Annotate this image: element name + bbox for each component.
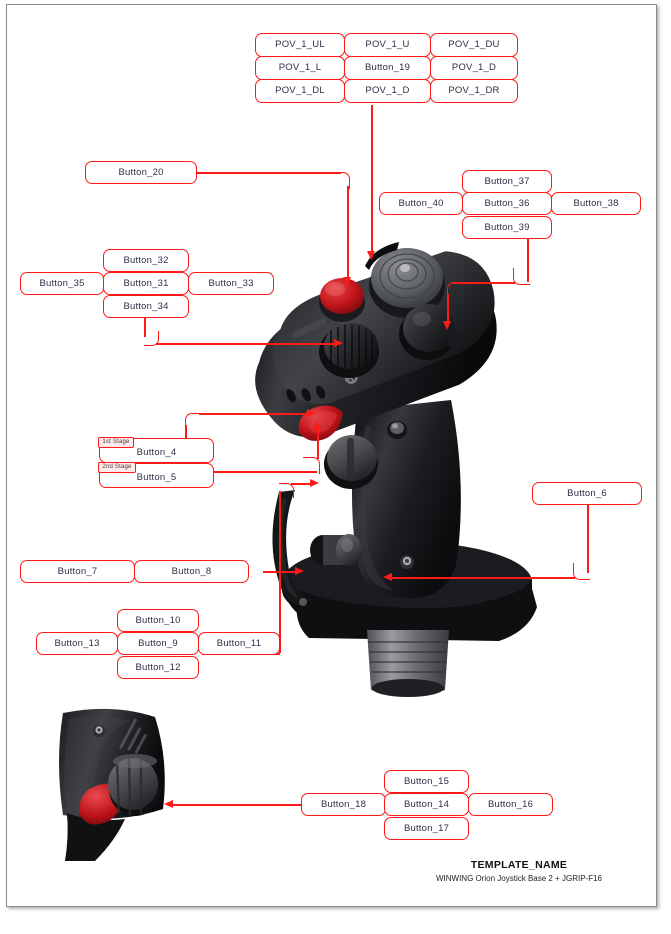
stage-1-tag: 1st Stage <box>98 437 134 449</box>
callout-button-13[interactable]: Button_13 <box>36 632 118 655</box>
callout-pov-1-du[interactable]: POV_1_DU <box>430 33 518 57</box>
connector-b20-corner <box>333 172 350 189</box>
arrow-b9-lower-knob <box>310 479 319 487</box>
callout-pov-1-dr[interactable]: POV_1_DR <box>430 79 518 103</box>
footer-title: TEMPLATE_NAME <box>470 859 568 871</box>
callout-button-8[interactable]: Button_8 <box>134 560 249 583</box>
callout-button-32[interactable]: Button_32 <box>103 249 189 272</box>
lower-grey-knob <box>324 435 378 489</box>
callout-button-12[interactable]: Button_12 <box>117 656 199 679</box>
callout-button-11[interactable]: Button_11 <box>198 632 280 655</box>
stage-2-tag: 2nd Stage <box>98 462 136 474</box>
connector-b6-v <box>587 505 589 573</box>
callout-button-10[interactable]: Button_10 <box>117 609 199 632</box>
pov-hat-switch <box>369 248 445 318</box>
arrow-b31-knurled-wheel <box>334 339 343 347</box>
callout-button-39[interactable]: Button_39 <box>462 216 552 239</box>
footer: TEMPLATE_NAME WINWING Orion Joystick Bas… <box>404 859 634 884</box>
arrow-b14-detail-knob <box>164 800 173 808</box>
arrow-b6-base-button <box>383 573 392 581</box>
callout-button-31[interactable]: Button_31 <box>103 272 189 295</box>
callout-button-4[interactable]: 1st Stage Button_4 <box>98 437 214 463</box>
connector-b6-h <box>391 577 575 579</box>
arrow-b78-paddle <box>295 567 304 575</box>
side-cap-button <box>399 304 460 360</box>
connector-b20-v <box>347 186 349 279</box>
connector-b34-corner <box>144 331 159 346</box>
callout-button-35[interactable]: Button_35 <box>20 272 104 295</box>
red-pushbutton <box>319 278 365 322</box>
callout-pov-1-u[interactable]: POV_1_U <box>344 33 431 57</box>
connector-b34-v <box>144 315 146 337</box>
joystick-detail-photo <box>57 701 242 861</box>
arrow-b20-red-button <box>343 277 351 286</box>
connector-b39-corner1 <box>513 268 530 285</box>
connector-b20-h <box>195 172 341 174</box>
callout-pov-1-ul[interactable]: POV_1_UL <box>255 33 345 57</box>
connector-b4-h <box>199 413 309 415</box>
callout-button-16[interactable]: Button_16 <box>468 793 553 816</box>
arrow-pov-hat <box>367 251 375 260</box>
connector-b39-h <box>453 282 515 284</box>
joystick-illustration <box>255 242 537 697</box>
callout-button-36[interactable]: Button_36 <box>462 192 552 215</box>
arrow-b36-side-button <box>443 321 451 330</box>
callout-button-7[interactable]: Button_7 <box>20 560 135 583</box>
callout-button-17[interactable]: Button_17 <box>384 817 469 840</box>
paddle-lever <box>272 490 311 606</box>
callout-button-33[interactable]: Button_33 <box>188 272 274 295</box>
callout-button-9[interactable]: Button_9 <box>117 632 199 655</box>
arrow-b4-trigger <box>307 409 316 417</box>
base-side-button <box>310 534 362 566</box>
callout-button-18[interactable]: Button_18 <box>301 793 386 816</box>
callout-button-4-label: Button_4 <box>136 447 177 459</box>
detail-illustration <box>59 708 165 861</box>
callout-button-20[interactable]: Button_20 <box>85 161 197 184</box>
callout-pov-center-button-19[interactable]: Button_19 <box>344 56 431 80</box>
callout-button-6[interactable]: Button_6 <box>532 482 642 505</box>
connector-b5-v <box>317 429 319 459</box>
footer-subtitle: WINWING Orion Joystick Base 2 + JGRIP-F1… <box>435 874 603 883</box>
connector-b6-corner <box>573 563 590 580</box>
connector-b4-v <box>185 425 187 443</box>
connector-b9-corner-top <box>279 483 294 498</box>
connector-b18-h <box>172 804 305 806</box>
callout-pov-1-dl[interactable]: POV_1_DL <box>255 79 345 103</box>
connector-b5-h <box>213 471 317 473</box>
connector-b34-h <box>156 343 336 345</box>
callout-button-40[interactable]: Button_40 <box>379 192 463 215</box>
connector-b5-corner <box>303 457 320 474</box>
callout-pov-1-d[interactable]: POV_1_D <box>344 79 431 103</box>
knurled-wheel <box>319 323 379 378</box>
callout-button-37[interactable]: Button_37 <box>462 170 552 193</box>
callout-button-5-label: Button_5 <box>136 472 177 484</box>
document-page: POV_1_UL POV_1_U POV_1_DU POV_1_L Button… <box>6 4 657 907</box>
detail-grey-knob <box>108 754 161 816</box>
callout-pov-1-l[interactable]: POV_1_L <box>255 56 345 80</box>
callout-button-5[interactable]: 2nd Stage Button_5 <box>98 462 214 488</box>
connector-pov-vertical <box>371 105 373 257</box>
connector-b4-corner <box>185 413 202 430</box>
arrow-b5-trigger <box>313 421 321 430</box>
callout-pov-1-d-right[interactable]: POV_1_D <box>430 56 518 80</box>
connector-b39-corner2 <box>447 282 462 297</box>
callout-button-14[interactable]: Button_14 <box>384 793 469 816</box>
connector-b9-h-top <box>291 483 313 485</box>
connector-b39-v2 <box>447 294 449 324</box>
callout-button-38[interactable]: Button_38 <box>551 192 641 215</box>
callout-button-34[interactable]: Button_34 <box>103 295 189 318</box>
connector-b39-v1 <box>527 238 529 282</box>
joystick-main-photo <box>239 230 569 700</box>
pinky-pin-button <box>387 421 407 439</box>
connector-b9-v <box>279 491 281 653</box>
callout-button-15[interactable]: Button_15 <box>384 770 469 793</box>
